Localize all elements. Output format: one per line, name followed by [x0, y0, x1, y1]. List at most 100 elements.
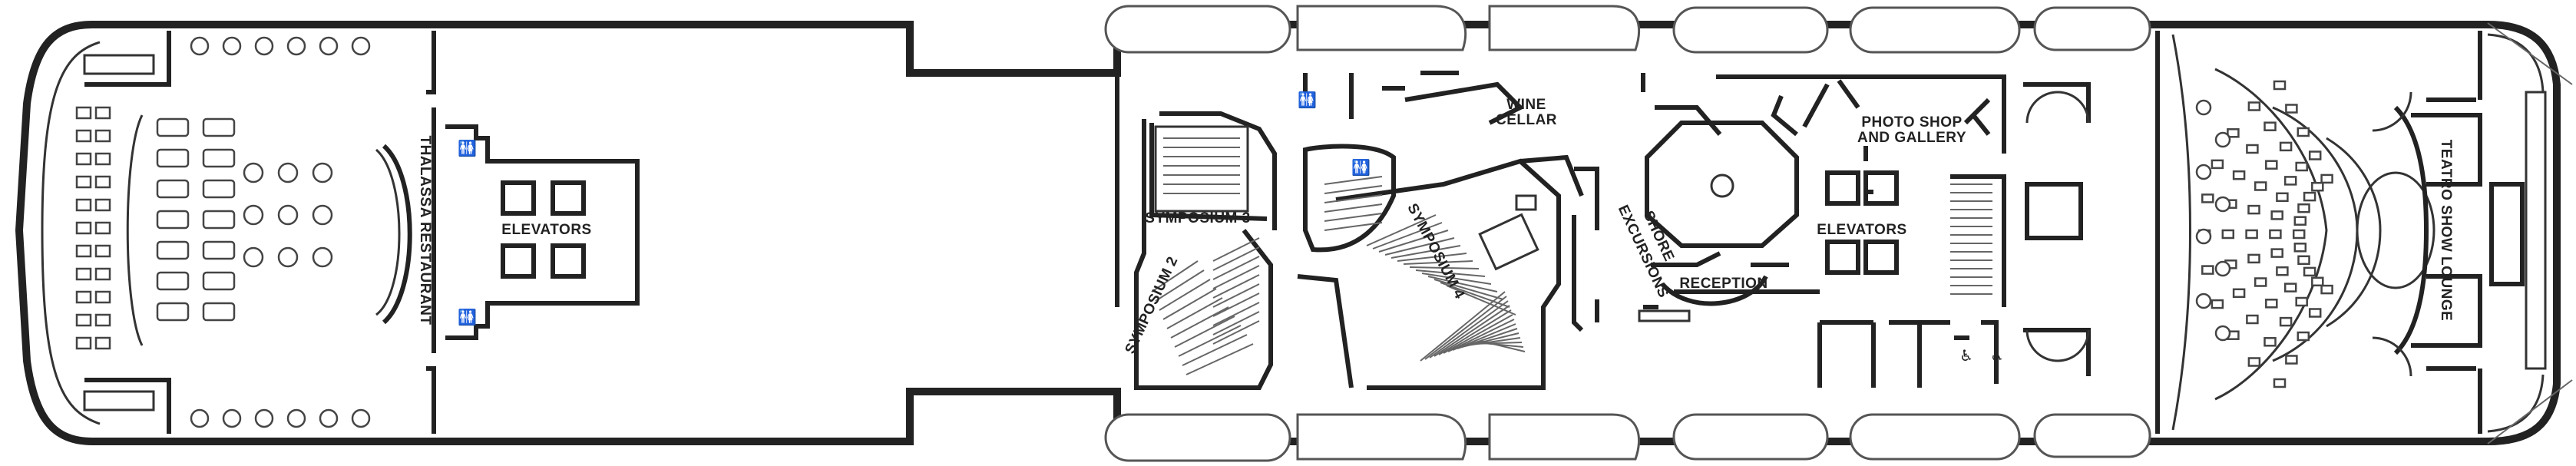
seat-row	[1415, 269, 1486, 277]
theatre-seat	[2276, 266, 2289, 276]
dining-chair	[94, 267, 111, 281]
theatre-seat	[2232, 170, 2246, 180]
seat-row	[1324, 194, 1383, 203]
seat-row	[1212, 311, 1260, 335]
seat-row	[1427, 276, 1498, 292]
seat-row	[1391, 245, 1461, 259]
seat-row	[1470, 342, 1523, 345]
dining-table	[156, 148, 190, 168]
symposium-seating	[1151, 137, 1526, 375]
round-table	[351, 408, 371, 428]
round-table	[312, 162, 333, 183]
seat-row	[1174, 316, 1235, 348]
elevators-aft: 🚻 🚻	[445, 124, 640, 340]
dining-table	[202, 117, 236, 137]
dining-chair	[94, 336, 111, 350]
dining-chair	[75, 198, 92, 212]
reception-area	[1572, 73, 1950, 388]
dining-table	[202, 210, 236, 230]
seat-row	[1212, 274, 1260, 299]
thalassa-restaurant	[75, 31, 436, 434]
round-table	[190, 36, 210, 56]
photo-elevators-area: ♿ ♿	[1716, 74, 2091, 384]
seat-row	[1480, 340, 1526, 352]
seat-row	[1421, 273, 1492, 285]
theatre-seat	[2297, 203, 2310, 213]
theatre-seat	[2295, 161, 2308, 172]
theatre-seat	[2279, 141, 2293, 152]
theatre-seat	[2247, 101, 2261, 111]
dining-chair	[94, 221, 111, 235]
theatre-seat	[2293, 216, 2307, 226]
seat-row	[1178, 325, 1242, 357]
dining-chair	[75, 175, 92, 189]
dining-chair	[75, 106, 92, 120]
lounge-table	[2214, 196, 2231, 213]
seat-row	[1324, 222, 1383, 231]
round-table	[243, 246, 264, 268]
dining-table	[156, 271, 190, 291]
restroom-icon: 🚻	[458, 308, 477, 326]
wine-cellar-label-2: CELLAR	[1496, 112, 1557, 128]
seat-row	[1372, 222, 1443, 250]
seat-row	[1438, 309, 1512, 355]
dining-chair	[75, 244, 92, 258]
theatre-seat	[2297, 127, 2310, 137]
round-table	[312, 204, 333, 226]
theatre-seat	[2270, 248, 2283, 258]
seat-row	[1378, 230, 1449, 253]
seat-row	[1182, 334, 1248, 366]
seat-row	[1452, 323, 1516, 351]
seat-row	[1397, 253, 1467, 262]
seat-row	[1433, 305, 1510, 357]
dining-chair	[94, 244, 111, 258]
seat-row	[1440, 282, 1510, 308]
dining-table	[156, 117, 190, 137]
seat-row	[1447, 319, 1515, 352]
theatre-seat	[2279, 316, 2293, 327]
seat-row	[1155, 269, 1205, 302]
dining-table	[202, 271, 236, 291]
theatre-seat	[2264, 337, 2277, 347]
theatre-seat	[2320, 174, 2333, 184]
theatre-seat	[2273, 80, 2287, 91]
theatre-seat	[2270, 210, 2283, 220]
round-table	[190, 408, 210, 428]
round-table	[277, 162, 299, 183]
round-table	[222, 408, 242, 428]
dining-chair	[94, 129, 111, 143]
theatre-seat	[2283, 283, 2297, 292]
theatre-seat	[2221, 229, 2235, 240]
lounge-table	[2214, 131, 2231, 148]
theatre-seat	[2269, 229, 2282, 240]
round-table	[286, 408, 306, 428]
round-table	[277, 246, 299, 268]
dining-table	[202, 240, 236, 260]
round-table	[319, 36, 339, 56]
theatre-seat	[2211, 299, 2224, 309]
theatre-seat	[2283, 176, 2297, 186]
dining-chair	[75, 221, 92, 235]
dining-table	[156, 240, 190, 260]
theatre-seat	[2264, 121, 2277, 131]
dining-chair	[94, 152, 111, 166]
symposium-3-label: SYMPOSIUM 3	[1145, 210, 1250, 226]
round-table	[351, 36, 371, 56]
restroom-icon: 🚻	[458, 139, 477, 157]
seat-row	[1403, 260, 1473, 265]
theatre-seat	[2254, 277, 2267, 287]
seat-row	[1212, 320, 1260, 345]
lounge-table	[2195, 228, 2212, 245]
theatre-seat	[2246, 144, 2259, 154]
dining-chair	[75, 129, 92, 143]
dining-chair	[75, 336, 92, 350]
wine-cellar-label: WINE	[1506, 97, 1546, 113]
theatre-seat	[2247, 357, 2261, 367]
staircase-mid	[1950, 183, 1992, 295]
seat-row	[1324, 185, 1383, 194]
seat-row	[1162, 288, 1217, 320]
dining-chair	[75, 290, 92, 304]
seat-row	[1443, 314, 1513, 354]
round-table	[312, 246, 333, 268]
dining-chair	[94, 106, 111, 120]
